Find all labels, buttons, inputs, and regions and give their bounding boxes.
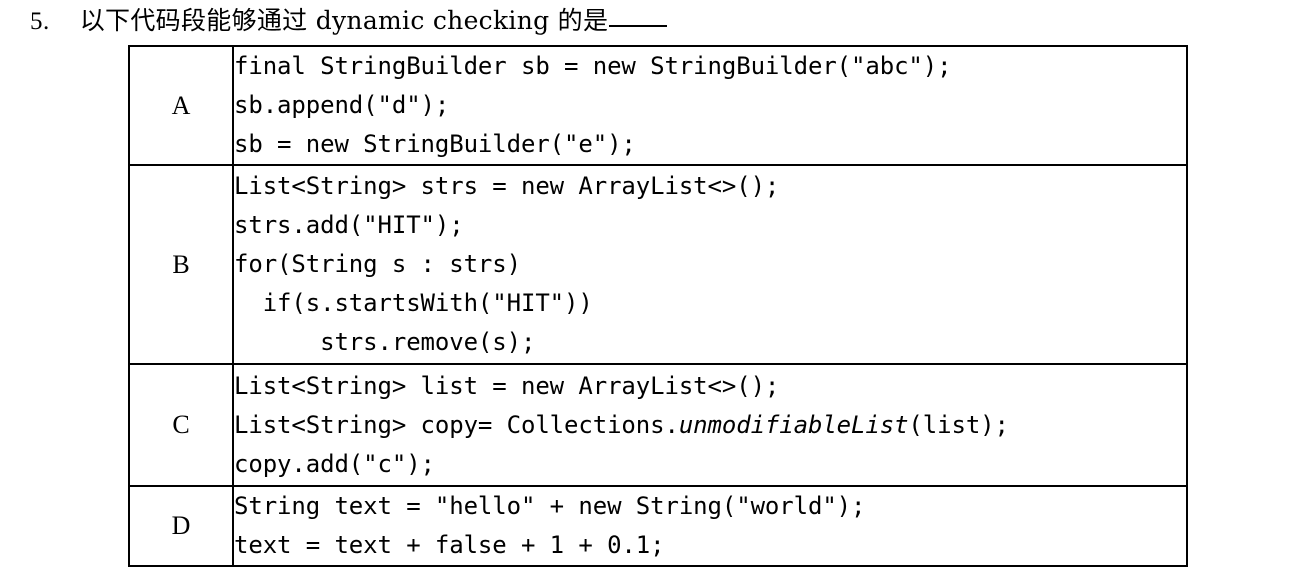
option-code-cell-d: String text = "hello" + new String("worl… xyxy=(232,485,1188,567)
option-label-d: D xyxy=(128,485,234,567)
table-row: A final StringBuilder sb = new StringBui… xyxy=(128,45,1188,166)
option-label-c: C xyxy=(128,363,234,487)
question-text: 以下代码段能够通过 dynamic checking 的是 xyxy=(79,6,609,35)
code-block-a: final StringBuilder sb = new StringBuild… xyxy=(234,52,952,158)
question-number: 5. xyxy=(30,8,50,35)
option-code-cell-a: final StringBuilder sb = new StringBuild… xyxy=(232,45,1188,166)
option-code-cell-b: List<String> strs = new ArrayList<>(); s… xyxy=(232,164,1188,365)
code-method-name: unmodifiableList xyxy=(678,410,909,439)
option-label-b: B xyxy=(128,164,234,365)
answer-blank xyxy=(609,25,668,27)
question-heading: 5. 以下代码段能够通过 dynamic checking 的是 xyxy=(30,6,1270,40)
code-block-b: List<String> strs = new ArrayList<>(); s… xyxy=(234,172,780,356)
option-label-a: A xyxy=(128,45,234,166)
table-row: C List<String> list = new ArrayList<>();… xyxy=(128,363,1188,487)
code-block-c: List<String> list = new ArrayList<>(); L… xyxy=(234,371,1009,478)
options-table: A final StringBuilder sb = new StringBui… xyxy=(128,45,1188,567)
table-row: D String text = "hello" + new String("wo… xyxy=(128,485,1188,567)
table-row: B List<String> strs = new ArrayList<>();… xyxy=(128,164,1188,365)
code-block-d: String text = "hello" + new String("worl… xyxy=(234,492,866,559)
option-code-cell-c: List<String> list = new ArrayList<>(); L… xyxy=(232,363,1188,487)
options-table-body: A final StringBuilder sb = new StringBui… xyxy=(128,45,1188,567)
